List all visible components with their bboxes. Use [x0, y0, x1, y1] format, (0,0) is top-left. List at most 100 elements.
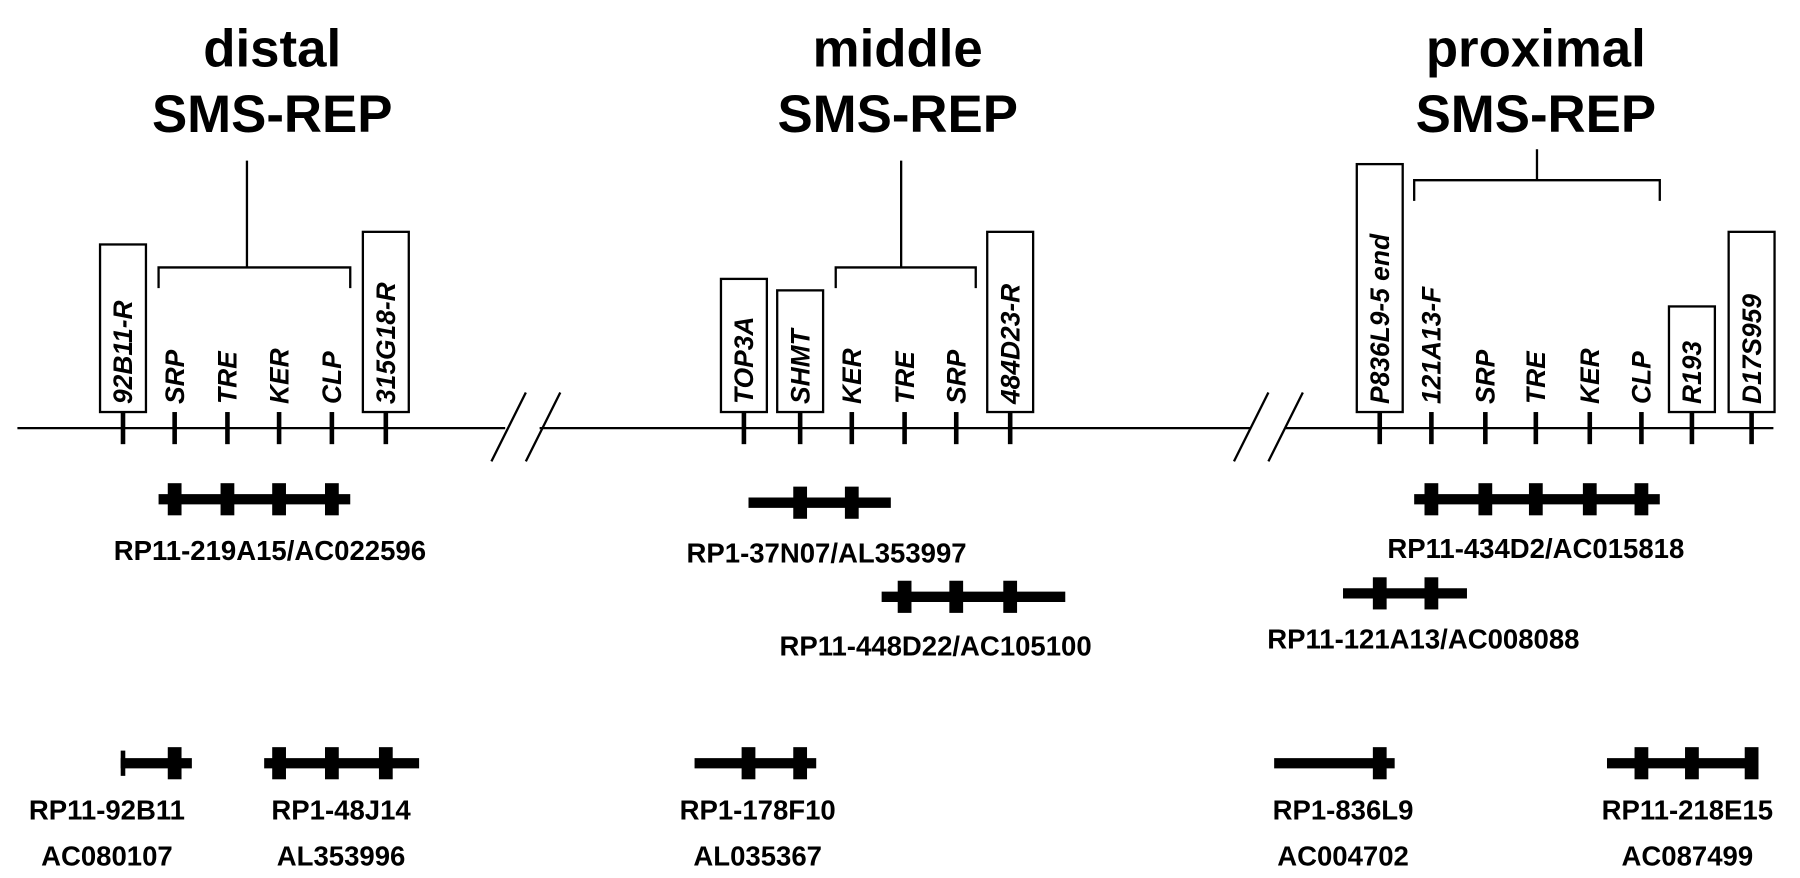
marker: SRP [1471, 349, 1501, 445]
marker-label: D17S959 [1737, 294, 1767, 404]
clone-label: RP11-92B11 [29, 794, 185, 825]
clone-marker-cross [1634, 747, 1649, 780]
marker-label: TRE [213, 350, 243, 404]
gene-cluster-bracket [834, 160, 977, 289]
marker-label: KER [1575, 348, 1605, 404]
marker-label: KER [264, 348, 294, 404]
clone-marker-cross [1424, 577, 1439, 610]
clone-marker-cross [1424, 483, 1439, 516]
clone-label: RP11-448D22/AC105100 [779, 630, 1091, 661]
marker-label: 315G18-R [371, 282, 401, 404]
clone-0: RP11-219A15/AC022596 [114, 483, 426, 566]
clone-accession: AL035367 [693, 840, 822, 871]
clone-1: RP1-37N07/AL353997 [687, 486, 967, 568]
clone-marker-cross [1372, 577, 1387, 610]
marker-box [1355, 162, 1404, 414]
marker-label: TOP3A [729, 317, 759, 404]
marker: KER [837, 348, 867, 445]
marker-label: TRE [1521, 350, 1551, 404]
clone-marker-cross [1685, 747, 1699, 780]
marker-box [776, 289, 825, 414]
clone-marker-cross [1478, 483, 1493, 516]
region-subtitle: SMS-REP [1416, 85, 1656, 144]
marker: 92B11-R [98, 243, 148, 445]
marker-label: P836L9-5 end [1365, 233, 1395, 404]
clone-label: RP11-121A13/AC008088 [1267, 623, 1579, 654]
marker-label: SRP [160, 349, 190, 404]
marker-label: SRP [1471, 349, 1501, 404]
clone-marker-cross [272, 747, 286, 780]
marker-label: SRP [941, 349, 971, 404]
clone-marker-cross [844, 486, 859, 519]
marker: TOP3A [719, 277, 769, 445]
break-mark-icon [1267, 392, 1304, 462]
clone-marker-cross [949, 580, 964, 613]
clone-marker-cross [220, 483, 235, 516]
marker: R193 [1667, 305, 1717, 445]
region-subtitle: SMS-REP [777, 85, 1017, 144]
marker-label: 121A13-F [1417, 286, 1447, 404]
marker-label: R193 [1677, 341, 1707, 404]
marker: KER [1575, 348, 1605, 445]
clone-marker-cross [793, 486, 808, 519]
clone-marker-cross [1634, 483, 1649, 516]
marker-label: SHMT [785, 327, 815, 404]
clone-marker-cross [1744, 747, 1759, 780]
region-title: proximal [1426, 20, 1646, 79]
clone-4: RP11-121A13/AC008088 [1267, 577, 1579, 654]
marker-label: CLP [317, 351, 347, 404]
clone-3: RP11-434D2/AC015818 [1387, 483, 1684, 564]
clone-marker-cross [167, 483, 182, 516]
clone-marker-cross [793, 747, 808, 780]
marker: SRP [160, 349, 190, 445]
marker: CLP [1627, 351, 1657, 445]
clone-accession: AC087499 [1622, 840, 1754, 871]
clone-marker-cross [1528, 483, 1543, 516]
clone-accession: AL353996 [277, 840, 406, 871]
marker: 484D23-R [986, 230, 1035, 445]
marker-label: 484D23-R [995, 284, 1025, 405]
clone-label: RP11-218E15 [1602, 794, 1773, 825]
marker: 315G18-R [361, 230, 410, 445]
clone-marker-cross [1582, 483, 1597, 516]
break-mark-icon [490, 392, 527, 462]
clone-marker-cross [1372, 747, 1387, 780]
clone-marker-cross [324, 483, 339, 516]
clone-label: RP11-219A15/AC022596 [114, 535, 426, 566]
marker: TRE [1521, 350, 1551, 445]
clone-end-cap [120, 750, 126, 776]
marker: KER [264, 348, 294, 445]
clone-marker-cross [272, 483, 286, 516]
clone-marker-cross [897, 580, 912, 613]
gene-cluster-bracket [1413, 149, 1661, 201]
clone-label: RP1-178F10 [680, 794, 836, 825]
marker: D17S959 [1727, 230, 1776, 445]
clone-2: RP11-448D22/AC105100 [779, 580, 1092, 661]
marker: TRE [890, 350, 920, 445]
clone-marker-cross [378, 747, 393, 780]
clone-marker-cross [741, 747, 756, 780]
clone-accession: AC004702 [1277, 840, 1409, 871]
marker: TRE [213, 350, 243, 445]
clone-label: RP1-48J14 [271, 794, 411, 825]
marker: 121A13-F [1417, 286, 1447, 445]
marker-box [361, 230, 410, 414]
break-mark-icon [524, 392, 562, 462]
marker: CLP [317, 351, 347, 445]
marker-box [1727, 230, 1776, 414]
marker: SHMT [776, 289, 825, 445]
region-title: distal [203, 20, 341, 79]
marker-label: KER [837, 348, 867, 404]
marker-label: CLP [1627, 351, 1657, 404]
clone-accession: AC080107 [41, 840, 173, 871]
break-mark-icon [1232, 392, 1270, 462]
